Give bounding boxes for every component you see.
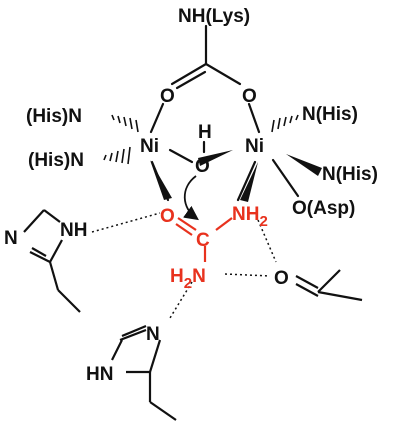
label-n-his-right-1: N(His) <box>302 104 358 125</box>
wedge-bonds <box>150 150 322 202</box>
label-ni-left: Ni <box>140 136 159 157</box>
attack-arrow <box>183 175 199 221</box>
hydrogen-bonds <box>91 212 277 319</box>
hashed-bonds-right <box>271 114 299 133</box>
label-imid1-nh: NH <box>60 220 87 241</box>
hbond-h2n-acetone <box>224 273 271 277</box>
label-o-bridge: O <box>195 156 210 177</box>
label-ni-right: Ni <box>245 136 264 157</box>
wedge-ni-left-ourea <box>150 160 172 200</box>
label-urea-h2n: H2N <box>170 266 206 292</box>
bond-ni-nh2 <box>236 160 257 202</box>
label-o-top-right: O <box>242 86 257 107</box>
wedge-ni-right-ohb <box>198 150 233 166</box>
bond-c-o-left <box>170 62 208 86</box>
bond-o-ni-right <box>247 102 261 134</box>
bond-ni-oasp <box>271 158 300 198</box>
wedge-ni-right-nurea <box>240 162 258 202</box>
imidazole-1 <box>23 209 81 313</box>
imidazole-2 <box>111 324 177 421</box>
bond-c-o-left-double <box>175 70 207 90</box>
acetone <box>295 269 363 302</box>
hbond-imid1-ourea <box>91 212 161 233</box>
bond-ni-left-ohb <box>168 148 194 164</box>
label-urea-o: O <box>160 206 175 227</box>
label-urea-nh2: NH2 <box>232 204 268 230</box>
label-lys: NH(Lys) <box>178 6 250 27</box>
bond-urea-cn-right <box>215 217 233 231</box>
bond-o-ni-left <box>149 102 165 134</box>
label-imid2-n: N <box>146 324 160 345</box>
label-imid2-hn: HN <box>86 364 113 385</box>
label-urea-c: C <box>196 230 210 251</box>
label-h-bridge: H <box>198 122 212 143</box>
wedge-ni-right-nhis <box>286 154 322 176</box>
label-his-n-1: (His)N <box>26 106 82 127</box>
atom-labels: NH(Lys) O O (His)N (His)N Ni Ni H O N(Hi… <box>4 6 378 385</box>
bond-urea-co-double <box>175 223 193 236</box>
label-o-top-left: O <box>160 86 175 107</box>
label-imid1-n: N <box>4 228 18 249</box>
hashed-bonds-left <box>103 114 139 165</box>
bond-c-o-right <box>204 62 242 86</box>
bond-urea-co <box>177 217 197 231</box>
hbond-h2n-imid2 <box>169 281 193 319</box>
label-o-asp: O(Asp) <box>292 198 355 219</box>
label-his-n-2: (His)N <box>28 150 84 171</box>
urea-bonds <box>175 217 233 262</box>
urea-labels: O C NH2 H2N <box>160 204 268 292</box>
bonds <box>149 24 300 202</box>
label-acetone-o: O <box>274 268 289 289</box>
label-n-his-right-2: N(His) <box>322 164 378 185</box>
